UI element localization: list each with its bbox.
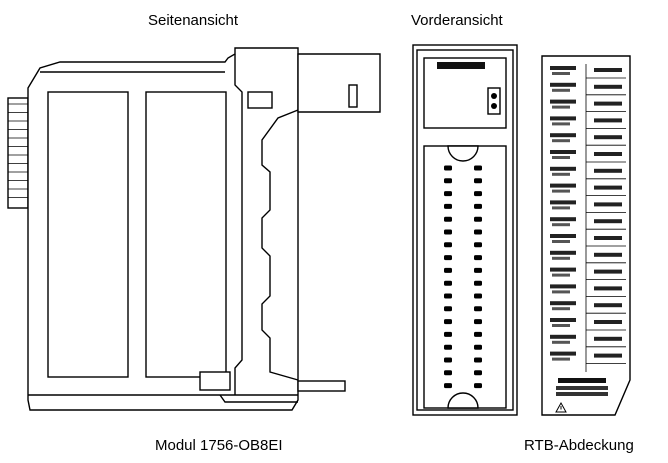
connector-pin <box>444 178 452 184</box>
side-top-latch <box>247 91 273 109</box>
connector-pin <box>444 216 452 222</box>
terminal-row <box>550 82 626 96</box>
terminal-row <box>550 116 626 129</box>
connector-pin <box>474 344 482 350</box>
top-latch-arc <box>447 145 479 162</box>
connector-pin <box>474 267 482 273</box>
connector-pin <box>474 255 482 261</box>
connector-pin <box>474 319 482 325</box>
connector-pin <box>444 165 452 171</box>
backplane-connector <box>7 97 29 209</box>
side-plug <box>297 53 381 113</box>
terminal-row <box>550 267 626 281</box>
connector-pin <box>474 357 482 363</box>
terminal-row <box>550 133 626 146</box>
connector-pins <box>444 165 482 389</box>
terminal-row <box>550 183 626 197</box>
connector-pin <box>444 319 452 325</box>
connector-pin <box>444 255 452 261</box>
module-nameplate <box>437 62 485 69</box>
connector-pin <box>444 229 452 235</box>
status-indicator <box>487 87 501 115</box>
side-view-label: Seitenansicht <box>148 12 239 29</box>
terminal-row <box>550 66 626 79</box>
connector-pin <box>444 331 452 337</box>
side-view-drawing <box>7 47 381 411</box>
connector-pin <box>444 203 452 209</box>
side-bottom-latch <box>199 371 231 391</box>
connector-pin <box>474 280 482 286</box>
connector-pin <box>474 165 482 171</box>
connector-pin <box>474 383 482 389</box>
terminal-row <box>550 284 626 297</box>
connector-pin <box>474 306 482 312</box>
connector-pin <box>474 370 482 376</box>
terminal-row <box>550 318 626 331</box>
terminal-row <box>550 351 626 365</box>
terminal-row <box>550 217 626 230</box>
connector-pin <box>474 331 482 337</box>
terminal-row <box>550 250 626 264</box>
warning-icon <box>555 401 567 413</box>
connector-pin <box>444 344 452 350</box>
terminal-row <box>550 99 626 112</box>
connector-pin <box>474 229 482 235</box>
rtb-cover-label: RTB-Abdeckung <box>524 437 634 454</box>
terminal-row <box>550 234 626 247</box>
connector-pin <box>444 357 452 363</box>
connector-pin <box>474 203 482 209</box>
connector-pin <box>444 383 452 389</box>
connector-pin <box>444 293 452 299</box>
rtb-cover-drawing <box>541 55 631 416</box>
terminal-row <box>550 150 626 163</box>
front-view-label: Vorderansicht <box>411 12 504 29</box>
connector-pin <box>474 216 482 222</box>
side-label-panel-left <box>47 91 129 378</box>
terminal-row <box>550 301 626 314</box>
connector-pin <box>474 242 482 248</box>
connector-pin <box>474 178 482 184</box>
side-bottom-tab <box>297 380 346 392</box>
front-connector <box>423 145 507 409</box>
connector-pin <box>474 293 482 299</box>
connector-pin <box>444 242 452 248</box>
connector-pin <box>444 370 452 376</box>
terminal-row <box>550 166 626 180</box>
side-label-panel-right <box>145 91 227 378</box>
connector-pin <box>444 306 452 312</box>
connector-pin <box>474 191 482 197</box>
connector-pin <box>444 280 452 286</box>
bottom-latch-arc <box>447 392 479 409</box>
connector-pin <box>444 191 452 197</box>
terminal-row <box>550 200 626 213</box>
terminal-label-rows <box>550 64 626 372</box>
terminal-row <box>550 334 626 348</box>
module-label: Modul 1756-OB8EI <box>155 437 283 454</box>
connector-pin <box>444 267 452 273</box>
front-view-drawing <box>412 44 518 416</box>
